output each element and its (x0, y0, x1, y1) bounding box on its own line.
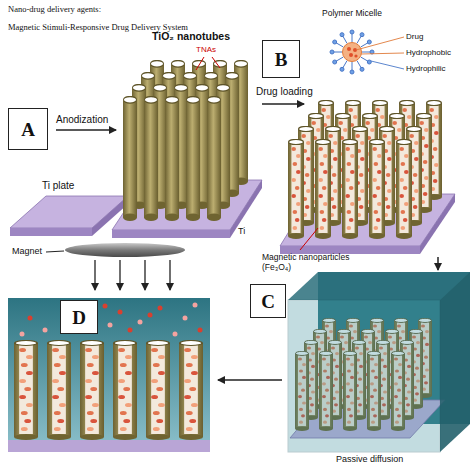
part-name: Hydrophilic (406, 64, 446, 74)
nanotube (123, 97, 137, 222)
step-label: Drug loading (256, 86, 313, 98)
part-name: TiO₂ nanotubes (152, 30, 230, 43)
part-name: Ti plate (42, 180, 74, 192)
field-arrow (119, 260, 120, 290)
part-name: Drug (406, 32, 423, 42)
loaded-nanotube (288, 139, 304, 239)
leader-line (356, 37, 404, 50)
process-arrow (56, 129, 116, 131)
step-letter: D (72, 308, 86, 327)
step-label: Anodization (56, 114, 108, 126)
loaded-nanotube (113, 340, 137, 440)
loaded-nanotube (47, 340, 71, 440)
loaded-nanotube (179, 340, 203, 440)
step-letter-box: C (250, 284, 286, 318)
loaded-nanotube-array (280, 100, 455, 254)
field-arrow (144, 260, 145, 290)
field-arrow (94, 260, 95, 290)
leader-line (46, 251, 64, 252)
polymer-micelle (330, 30, 374, 74)
process-arrow (437, 257, 439, 270)
release-panel (8, 298, 210, 452)
nanotube-array (112, 61, 262, 239)
part-name: Magnet (12, 246, 42, 257)
nanotube (165, 97, 179, 222)
part-name: Hydrophobic (406, 48, 451, 58)
leader-line (371, 61, 404, 69)
loaded-nanotube (80, 340, 104, 440)
part-name: TNAs (196, 45, 216, 55)
part-name: Magnetic nanoparticles (Fe₃O₄) (262, 252, 364, 272)
loaded-nanotube (396, 139, 412, 239)
field-arrow (169, 260, 170, 290)
step-letter-box: B (262, 40, 300, 78)
loaded-nanotube (342, 139, 358, 239)
nanotube (207, 97, 221, 222)
step-letter-box: D (60, 300, 98, 334)
leader-line (300, 228, 318, 250)
part-name: Polymer Micelle (322, 8, 382, 18)
leader-line (212, 57, 220, 68)
released-drug (20, 303, 203, 337)
step-letter: A (21, 120, 35, 139)
step-letter: C (261, 292, 275, 311)
leader-line (196, 57, 204, 70)
nanotube (144, 97, 158, 222)
loaded-nanotube (14, 340, 38, 440)
nanotube (186, 97, 200, 222)
part-name: Ti (238, 226, 245, 237)
step-label: Passive diffusion (336, 454, 403, 465)
magnet-bar (65, 243, 185, 257)
process-arrow (218, 379, 282, 381)
step-letter-box: A (8, 108, 48, 150)
step-letter: B (275, 50, 288, 69)
diffusion-cube (288, 272, 470, 452)
loaded-nanotube (146, 340, 170, 440)
process-arrow (262, 103, 304, 105)
ti-plate (10, 196, 128, 236)
leader-line (361, 53, 404, 54)
loaded-nanotube (315, 139, 331, 239)
loaded-nanotube (369, 139, 385, 239)
heading-text: Nano-drug delivery agents: (8, 4, 101, 14)
